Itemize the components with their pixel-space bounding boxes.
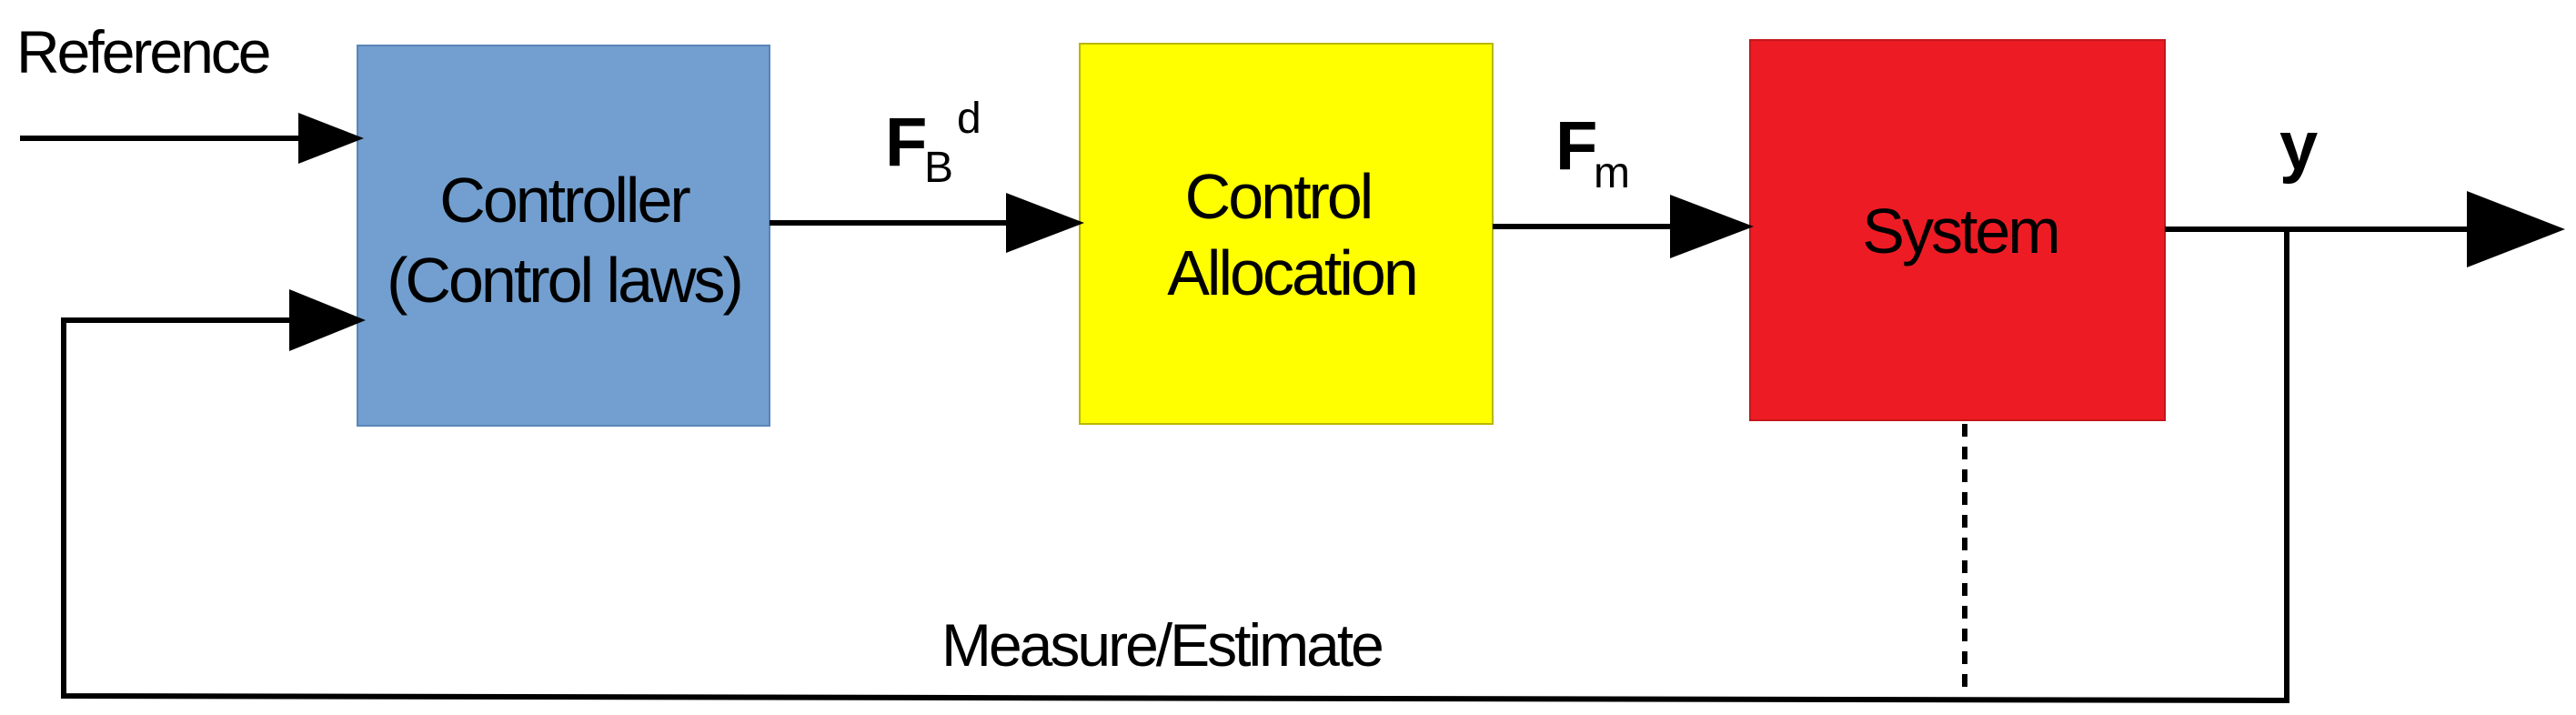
control-allocation-block [1079, 43, 1494, 425]
feedback-arrowhead [289, 289, 366, 351]
controller-label-line1: Controller [439, 165, 690, 236]
reference-label: Reference [16, 18, 269, 86]
control-allocation-label-line2: Allocation [1167, 237, 1416, 308]
fm-signal-subscript: m [1594, 149, 1630, 197]
fm-arrowhead [1670, 195, 1754, 258]
system-label: System [1862, 196, 2058, 267]
reference-arrowhead [298, 113, 364, 164]
controller-label-line2: (Control laws) [387, 245, 741, 316]
fbd-signal-superscript: d [957, 95, 981, 143]
output-arrowhead [2467, 191, 2565, 267]
fbd-arrowhead [1006, 193, 1084, 253]
fbd-signal-main: F [885, 104, 927, 181]
feedback-loop-line [61, 229, 2289, 704]
fbd-signal-subscript: B [924, 144, 953, 192]
fm-signal-main: F [1555, 107, 1597, 185]
controller-block [357, 45, 770, 427]
feedback-label: Measure/Estimate [941, 611, 1382, 679]
control-allocation-label-line1: Control [1185, 161, 1372, 232]
output-label: y [2279, 107, 2318, 185]
system-block [1749, 39, 2166, 421]
